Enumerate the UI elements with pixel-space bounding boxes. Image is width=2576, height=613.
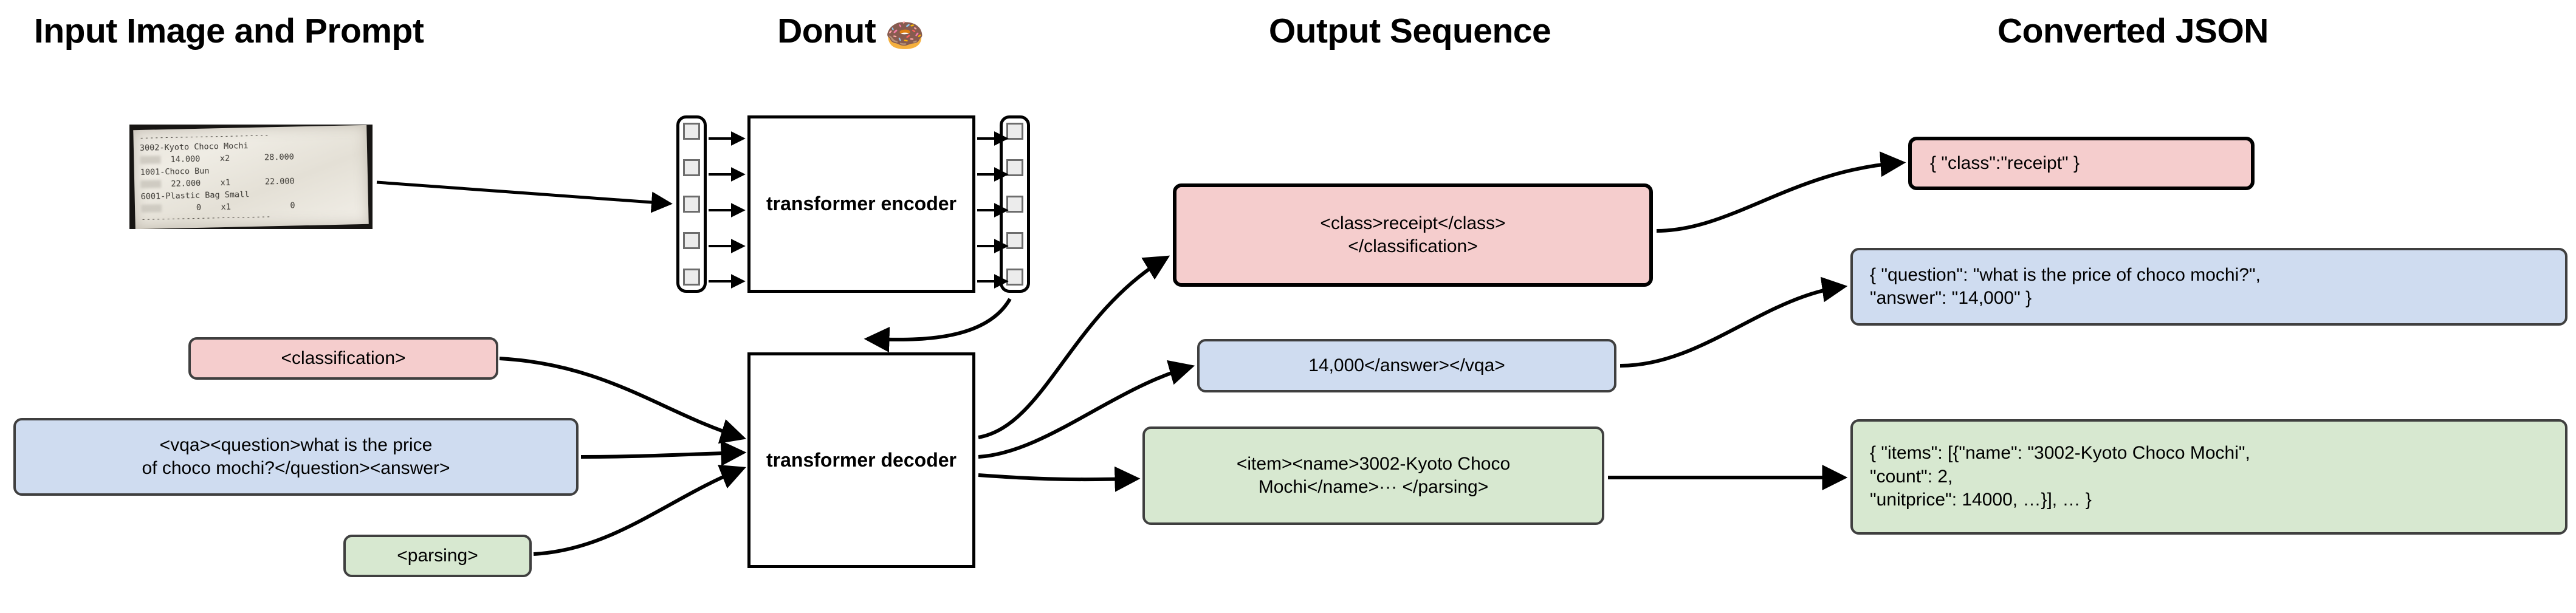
redaction-block [140,204,162,213]
column-title-input: Input Image and Prompt [34,12,424,50]
token-square [683,196,700,213]
output-vqa: 14,000</answer></vqa> [1197,339,1616,392]
token-square [683,159,700,176]
receipt-image: -------------------------- 3002-Kyoto Ch… [129,125,373,229]
token-square [1006,123,1023,140]
transformer-decoder-block: transformer decoder [747,352,975,568]
prompt-classification: <classification> [188,337,498,380]
redaction-block [140,180,162,188]
donut-icon: 🍩 [885,18,925,53]
column-title-json: Converted JSON [1997,12,2269,50]
json-classification: { "class":"receipt" } [1908,137,2255,190]
prompt-parsing: <parsing> [343,535,532,577]
receipt-text: -------------------------- 3002-Kyoto Ch… [133,125,368,229]
column-title-model: Donut 🍩 [668,11,1033,52]
redaction-block [140,156,161,164]
json-vqa: { "question": "what is the price of choc… [1850,248,2567,326]
token-square [683,232,700,249]
token-square [683,123,700,140]
prompt-vqa: <vqa><question>what is the price of choc… [13,418,579,496]
encoder-input-tokens [676,115,707,293]
token-square [1006,269,1023,286]
token-square [683,269,700,286]
column-title-output: Output Sequence [1268,12,1551,50]
transformer-encoder-block: transformer encoder [747,115,975,293]
output-parsing: <item><name>3002-Kyoto Choco Mochi</name… [1142,426,1604,525]
json-parsing: { "items": [{"name": "3002-Kyoto Choco M… [1850,419,2567,535]
token-square [1006,232,1023,249]
receipt-paper: -------------------------- 3002-Kyoto Ch… [133,125,369,229]
encoder-output-tokens [1000,115,1030,293]
token-square [1006,196,1023,213]
token-square [1006,159,1023,176]
model-title-text: Donut [777,12,876,50]
output-classification: <class>receipt</class> </classification> [1173,183,1653,287]
